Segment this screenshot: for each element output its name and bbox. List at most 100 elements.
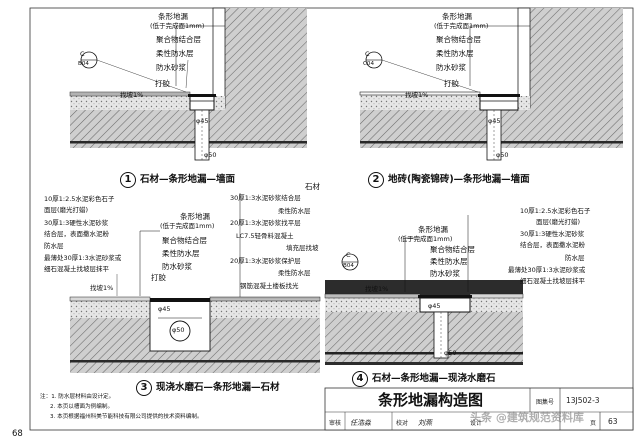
detail-3-number: 3 <box>136 379 152 396</box>
detail-3-title: 现浇水磨石—条形地漏—石材 <box>156 382 280 393</box>
detail-3-drain-layer: 聚合物结合层 <box>162 236 207 245</box>
detail-3-left-spec: 找坡1% <box>90 284 114 292</box>
detail-3-right-spec: 填充层找坡 <box>286 244 319 252</box>
detail-1-layer: 打胶 <box>155 79 170 88</box>
detail-3-right-spec: LC7.5轻骨料混凝土 <box>236 232 294 240</box>
row-label-review: 审核 <box>329 420 342 427</box>
detail-3-drain-layer: 柔性防水层 <box>162 249 200 258</box>
detail-2-title: 地砖(陶瓷锦砖)—条形地漏—墙面 <box>388 174 530 185</box>
detail-3-drain-layer: 打胶 <box>151 273 166 282</box>
detail-3-drain-layer: (低于完成面1mm) <box>160 222 215 230</box>
detail-3-right-spec: 柔性防水层 <box>278 269 311 277</box>
detail-3-left-spec: 细石混凝土找坡层抹平 <box>44 265 109 273</box>
detail-2-dim-outlet: φ50 <box>496 151 509 159</box>
detail-2-section <box>359 7 623 161</box>
detail-4-right-spec: 结合层，表面撒水泥粉 <box>520 241 585 249</box>
detail-2-caption: 2 地砖(陶瓷锦砖)—条形地漏—墙面 <box>368 171 530 188</box>
atlas-number-label: 图集号 <box>536 399 555 406</box>
detail-4-right-spec: 防水层 <box>565 254 585 262</box>
detail-2-ref-bottom: C04 <box>363 61 375 67</box>
detail-4-dim-outlet: φ50 <box>444 349 457 357</box>
detail-2-number: 2 <box>368 171 384 188</box>
signature-1: 任浩淼 <box>350 419 371 427</box>
note-2: 2. 本页以槽面为例编制。 <box>50 404 114 410</box>
page-value: 63 <box>608 417 618 426</box>
detail-3-drain-layer: 防水砂浆 <box>162 262 192 271</box>
detail-1-dim-inner-value: 45 <box>200 117 209 125</box>
detail-4-caption: 4 石材—条形地漏—现浇水磨石 <box>352 370 496 387</box>
page-number: 68 <box>12 429 23 439</box>
detail-1-ref-bottom: B04 <box>78 61 89 67</box>
detail-2-layer: 聚合物结合层 <box>436 35 481 44</box>
detail-4-dim-inner-value: 45 <box>432 302 441 310</box>
detail-2-ref-top: C <box>365 50 370 58</box>
detail-4-ref-bottom: B04 <box>343 263 354 269</box>
detail-4-right-spec: 30厚1:3硬性水泥砂浆 <box>520 230 585 238</box>
detail-1-layer: 条形地漏 <box>158 12 188 21</box>
detail-2-layer: 柔性防水层 <box>436 49 474 58</box>
detail-3-left-spec: 防水层 <box>44 242 64 250</box>
detail-1-section <box>69 7 307 161</box>
detail-4-title: 石材—条形地漏—现浇水磨石 <box>372 373 496 384</box>
detail-2-layer: (低于完成面1mm) <box>434 22 489 30</box>
row-label-design: 设计 <box>470 420 483 427</box>
sheet-title: 条形地漏构造图 <box>378 391 484 409</box>
detail-1-dim-inner: φ45 <box>196 117 209 125</box>
detail-1-dim-outlet-value: 50 <box>208 151 217 159</box>
detail-3-dim-inner-value: 45 <box>162 305 171 313</box>
detail-3-caption: 3 现浇水磨石—条形地漏—石材 <box>136 379 280 396</box>
detail-3-dim-inner: φ45 <box>158 305 171 313</box>
note-1: 注：1. 防水层材料由设计定。 <box>40 394 115 400</box>
detail-4-dim-outlet-value: 50 <box>448 349 457 357</box>
detail-4-drain-layer: 聚合物结合层 <box>430 245 475 254</box>
detail-1-layer: 柔性防水层 <box>156 49 194 58</box>
detail-3-left-spec: 面层(磨光打蜡) <box>44 206 89 214</box>
detail-4-right-spec: 面层(磨光打蜡) <box>536 218 581 226</box>
page-label: 页 <box>590 420 597 427</box>
detail-4-drain-layer: (低于完成面1mm) <box>398 235 453 243</box>
atlas-number: 13J502-3 <box>566 396 600 405</box>
detail-3-dim-outlet-value: 50 <box>176 326 185 334</box>
detail-1-caption: 1 石材—条形地漏—墙面 <box>120 171 235 188</box>
detail-4-right-spec: 细石混凝土找坡层抹平 <box>520 277 585 285</box>
detail-2-dim-inner-value: 45 <box>492 117 501 125</box>
detail-3-left-spec: 30厚1:3硬性水泥砂浆 <box>44 219 109 227</box>
detail-1-layer: 聚合物结合层 <box>156 35 201 44</box>
detail-3-right-spec: 30厚1:3水泥砂浆结合层 <box>230 194 301 202</box>
detail-4-slope: 找坡1% <box>365 285 389 293</box>
detail-3-left-spec: 10厚1:2.5水泥彩色石子 <box>44 195 115 203</box>
detail-3-section <box>69 193 321 373</box>
detail-4-section <box>324 215 524 365</box>
row-label-check: 校对 <box>396 420 409 427</box>
detail-1-layer: 防水砂浆 <box>156 63 186 72</box>
detail-3-right-spec: 20厚1:3水泥砂浆保护层 <box>230 257 301 265</box>
detail-2-layer: 条形地漏 <box>442 12 472 21</box>
signature-2: 刘燕 <box>418 419 432 427</box>
detail-4-dim-inner: φ45 <box>428 302 441 310</box>
detail-4-right-spec: 10厚1:2.5水泥彩色石子 <box>520 207 591 215</box>
detail-1-number: 1 <box>120 171 136 188</box>
detail-1-ref-top: C <box>80 50 85 58</box>
detail-1-title: 石材—条形地漏—墙面 <box>140 174 236 185</box>
detail-4-ref-top: C <box>346 251 351 259</box>
watermark: 头条 @建筑规范资料库 <box>470 411 584 424</box>
detail-1-dim-outlet: φ50 <box>204 151 217 159</box>
note-3: 3. 本页根据福州科美节能科技有限公司提供的技术资料编制。 <box>50 414 203 420</box>
detail-2-layer: 打胶 <box>444 79 459 88</box>
detail-3-right-spec: 柔性防水层 <box>278 207 311 215</box>
detail-1-layer: (低于完成面1mm) <box>150 22 205 30</box>
detail-4-drain-layer: 防水砂浆 <box>430 269 460 278</box>
detail-3-right-spec: 石材 <box>305 182 320 191</box>
detail-1-slope: 找坡1% <box>120 91 144 99</box>
detail-2-slope: 找坡1% <box>405 91 429 99</box>
detail-3-left-spec: 结合层，表面撒水泥粉 <box>44 230 109 238</box>
detail-3-dim-outlet: φ50 <box>172 326 185 334</box>
detail-4-number: 4 <box>352 370 368 387</box>
detail-3-right-spec: 钢筋混凝土楼板找光 <box>240 282 299 290</box>
detail-4-right-spec: 最薄处30厚1:3水泥砂浆或 <box>508 266 586 274</box>
detail-2-dim-outlet-value: 50 <box>500 151 509 159</box>
detail-3-right-spec: 20厚1:3水泥砂浆找平层 <box>230 219 301 227</box>
detail-4-drain-layer: 条形地漏 <box>418 225 448 234</box>
detail-3-drain-layer: 条形地漏 <box>180 212 210 221</box>
